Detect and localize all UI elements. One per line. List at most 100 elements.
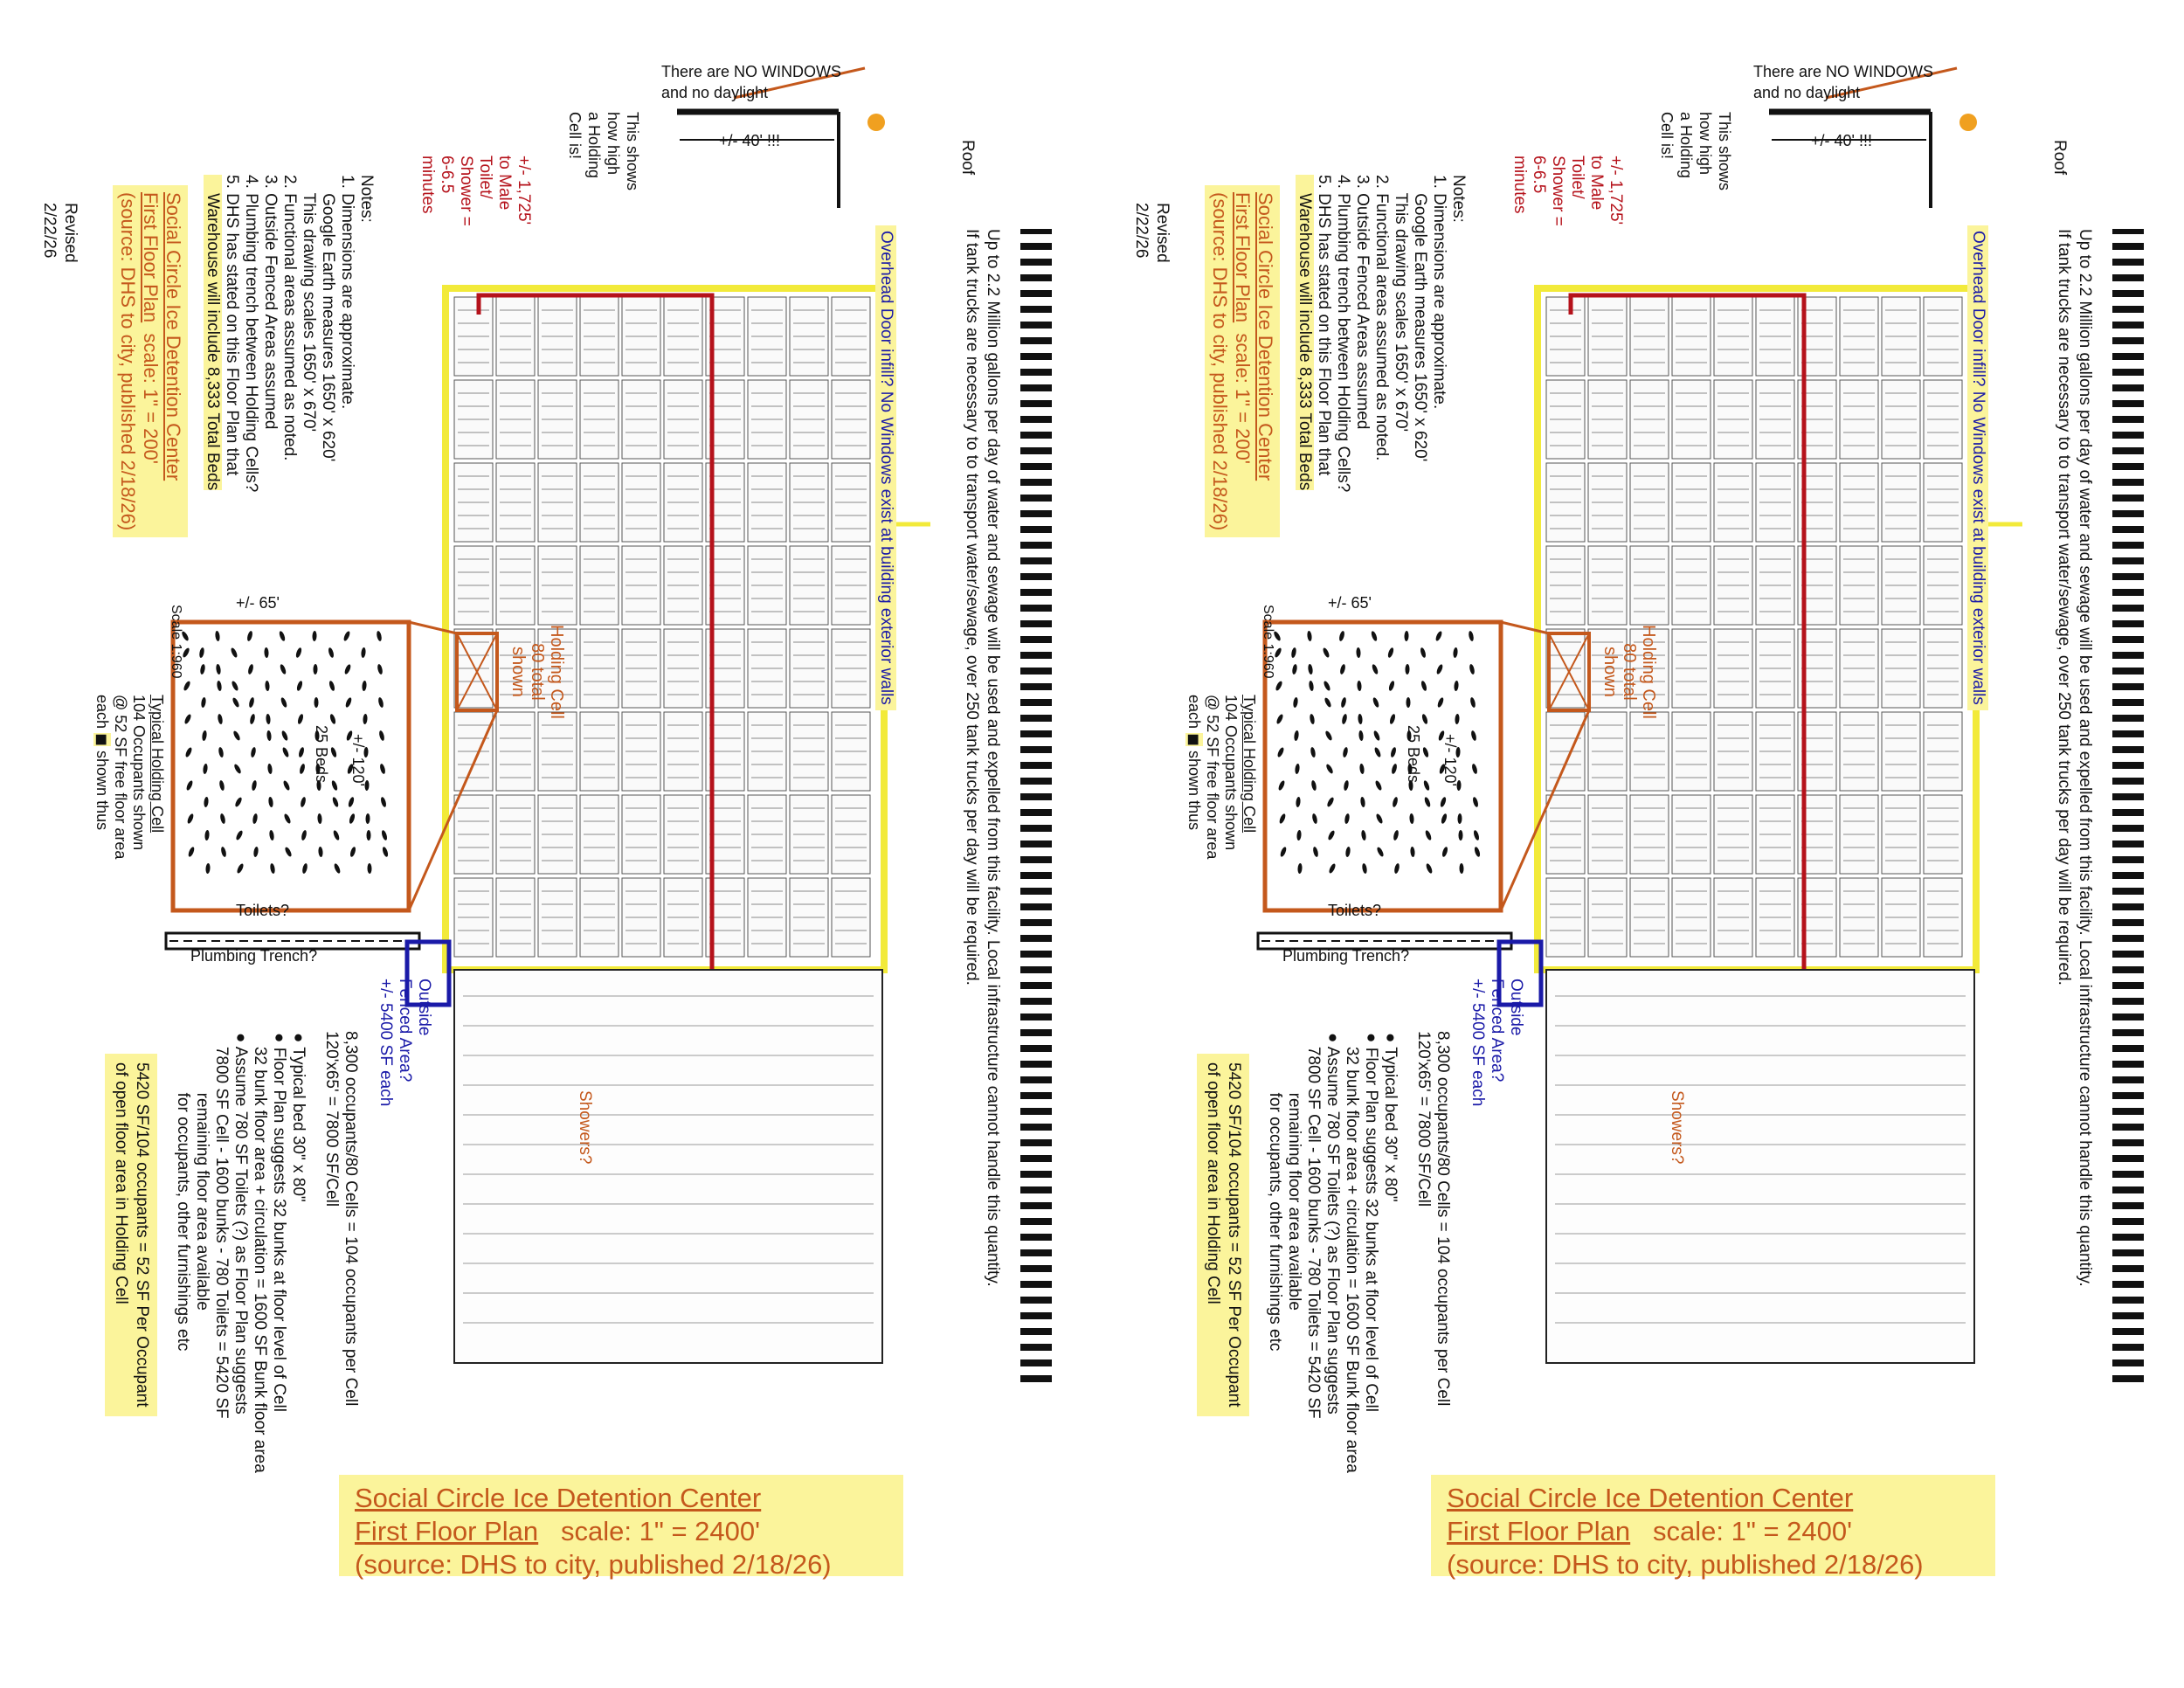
occupant-mark [1324,681,1330,691]
typical-cell-1: Typical Holding Cell [148,695,166,859]
outside-fenced-3: +/- 5400 SF each [377,979,395,1107]
occupant-mark [1436,664,1443,675]
occupant-mark [285,847,292,857]
toilet-note-6: minutes [418,156,437,214]
occupant-mark [1327,797,1334,807]
occupant-mark [1389,714,1396,724]
occupant-mark [249,697,254,708]
occupant-mark [1393,830,1399,841]
holding-cell-1: Holding Cell [1639,625,1658,719]
note-1: 1. Dimensions are approximate. [1430,175,1448,410]
occupant-mark [1423,780,1430,791]
occupant-mark [295,647,302,658]
occupant-mark [1456,780,1462,791]
toilet-note-2: to Male [495,156,514,211]
typical-cell-4b: shown thus [93,751,111,831]
occupant-mark [1409,813,1414,824]
typical-cell-4a: each [93,695,111,730]
holding-cell-x2 [456,633,498,711]
occupant-mark [361,647,366,658]
occupant-mark [1453,647,1458,658]
occupant-mark [1373,730,1380,741]
occupant-mark [231,647,238,658]
revised-label: Revised [61,203,79,263]
occupant-mark [1358,714,1363,724]
shows-high-2: how high [1697,112,1714,176]
typical-cell-note: Typical Holding Cell 104 Occupants shown… [93,695,166,859]
occupant-mark [1469,631,1474,641]
windows-note-line2: and no daylight [661,84,769,101]
note-3: 3. Outside Fenced Areas assumed [1353,175,1372,430]
bullet-2: ● Floor Plan suggests 32 bunks at floor … [1362,1033,1380,1412]
occupant-mark [1339,631,1344,641]
occupant-mark [364,780,370,791]
outside-fenced-1: Outside [415,979,433,1036]
toilet-distance-note: +/- 1,725' to Male Toilet/ Shower = 6-6.… [418,156,533,226]
occupant-mark [1440,797,1447,807]
occupant-mark [1372,664,1379,675]
title-line1: Social Circle Ice Detention Center [355,1483,762,1513]
beds-label: 25 Beds [313,725,330,784]
title-line1: Social Circle Ice Detention Center [1447,1483,1854,1513]
toilet-note-4: Shower = [457,156,475,226]
note-5a-text: Warehouse will include 8,333 Total Beds [1296,175,1314,491]
shows-high-4: Cell is! [1658,112,1676,160]
occupant-mark [1372,697,1379,708]
occupant-mark [343,631,350,641]
occupancy-1: 8,300 occupants/80 Cells = 104 occupants… [342,1031,360,1407]
occupant-mark [1441,813,1448,824]
occupant-mark [1439,764,1446,774]
bullet-3c-text: remaining floor area available [193,1046,211,1311]
occupant-mark [1457,813,1462,824]
occupant-mark [1280,847,1287,857]
occupant-mark [381,830,388,841]
occupant-mark [1307,631,1312,641]
occupant-mark [1329,863,1336,874]
occupant-mark [237,863,244,874]
occupant-mark [1297,863,1303,874]
shows-high-note: This shows how high a Holding Cell is! [1657,112,1734,190]
occupant-mark [1278,780,1285,791]
note-1a: Google Earth measures 1650' x 620' [1411,175,1429,462]
note-5a-text: Warehouse will include 8,333 Total Beds [204,175,222,491]
occupant-mark [219,780,225,791]
occupant-mark [202,730,207,741]
occupancy-calc: 8,300 occupants/80 Cells = 104 occupants… [1413,1031,1452,1406]
bullet-1-text: Typical bed 30" x 80" [289,1047,308,1202]
per-occupant-1: 5420 SF/104 occupants = 52 SF Per Occupa… [133,1062,151,1408]
occupant-mark [284,813,291,824]
leader-top [1500,620,1550,635]
bullet-1: ● Typical bed 30" x 80" [289,1033,308,1202]
occupant-mark [333,830,340,841]
typical-cell-4a: each [1185,695,1203,730]
occupant-mark [1311,780,1317,791]
daylight-line [1825,66,1958,100]
occupant-mark [345,697,352,708]
service-area [453,969,883,1364]
note-2: 2. Functional areas assumed as noted. [280,175,299,461]
bullet-2b-text: 32 bunk floor area + circulation = 1600 … [1343,1046,1361,1473]
occupant-mark [301,797,306,807]
occupant-mark [218,714,223,724]
occupant-mark [250,714,255,724]
occupant-mark [1309,681,1314,691]
occupant-mark [318,847,323,857]
occupant-mark [299,747,304,758]
occupant-mark [300,764,305,774]
typical-cell-3: @ 52 SF free floor area [1204,695,1221,860]
bullet-2b-text: 32 bunk floor area + circulation = 1600 … [251,1046,269,1473]
occupant-mark [266,730,272,741]
occupant-mark [332,797,339,807]
occupant-mark [1361,830,1366,841]
revised-note: Revised 2/22/26 [1130,203,1172,263]
toilet-note-3: Toilet/ [476,156,494,199]
occupant-mark [1359,764,1365,774]
title-line3: (source: DHS to city, published 2/18/26) [1447,1549,1924,1580]
notes-title: Notes: [1449,175,1468,223]
holding-cell-x2 [1548,633,1590,711]
occupancy-2: 120'x65' = 7800 SF/Cell [1414,1031,1433,1207]
occupant-mark [1410,847,1415,857]
occupant-mark [204,830,210,841]
occupant-mark [1356,647,1361,658]
water-note-line2: If tank trucks are necessary to to trans… [963,229,981,986]
